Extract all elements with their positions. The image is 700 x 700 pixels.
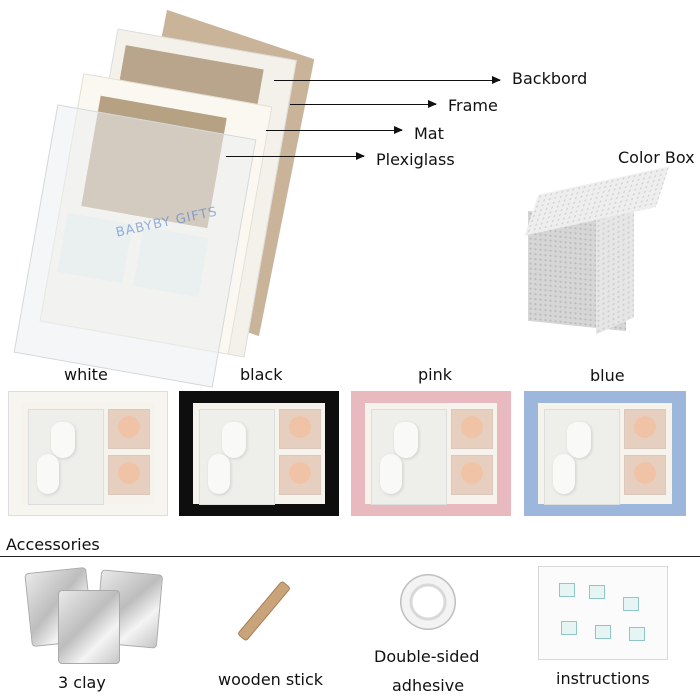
- baby-photo: [279, 409, 321, 449]
- frame-variant-white: [8, 391, 168, 516]
- instruction-step-icon: [595, 625, 611, 639]
- accessory-label-tape-line2: adhesive: [392, 676, 465, 695]
- print-window: [28, 409, 104, 505]
- accessory-label-tape-line1: Double-sided: [374, 647, 480, 666]
- print-window: [371, 409, 447, 505]
- handprint-icon: [51, 422, 75, 458]
- tape-roll-icon: [400, 574, 456, 630]
- baby-photo: [108, 409, 150, 449]
- color-box-illustration: [518, 166, 670, 335]
- instruction-step-icon: [589, 585, 605, 599]
- plexiglass-pointer-arrow: [226, 152, 365, 160]
- accessory-label-stick: wooden stick: [218, 670, 324, 689]
- plexiglass-label: Plexiglass: [376, 150, 455, 169]
- variant-label-pink: pink: [418, 365, 453, 384]
- backboard-label: Backbord: [512, 69, 588, 88]
- frame-mat: [22, 403, 154, 505]
- baby-photo: [451, 409, 493, 449]
- frame-variant-pink: [351, 391, 511, 516]
- baby-face: [634, 462, 656, 484]
- baby-photo: [108, 455, 150, 495]
- plexiglass-layer: [13, 104, 257, 388]
- print-window: [544, 409, 620, 505]
- variant-label-blue: blue: [590, 366, 625, 385]
- baby-photo: [279, 455, 321, 495]
- baby-face: [118, 462, 140, 484]
- baby-face: [461, 462, 483, 484]
- mat-pointer-arrow: [266, 126, 403, 134]
- accessory-label-instructions: instructions: [556, 669, 650, 688]
- baby-photo: [624, 455, 666, 495]
- backboard-pointer-arrow: [274, 76, 501, 84]
- frame-mat: [538, 403, 672, 505]
- instruction-sheet-icon: [538, 566, 668, 660]
- print-window: [199, 409, 275, 505]
- baby-face: [289, 416, 311, 438]
- frame-variant-black: [179, 391, 339, 516]
- handprint-icon: [222, 422, 246, 458]
- exploded-frame-illustration: BABYBY GIFTS: [13, 9, 320, 388]
- color-box-label: Color Box: [618, 148, 695, 167]
- instruction-step-icon: [561, 621, 577, 635]
- accessories-heading: Accessories: [6, 535, 100, 554]
- instruction-step-icon: [629, 627, 645, 641]
- frame-label: Frame: [448, 96, 498, 115]
- footprint-icon: [380, 454, 402, 494]
- instruction-step-icon: [623, 597, 639, 611]
- baby-photo: [451, 455, 493, 495]
- instruction-step-icon: [559, 583, 575, 597]
- baby-face: [634, 416, 656, 438]
- frame-mat: [193, 403, 325, 505]
- accessories-divider: [0, 556, 700, 557]
- handprint-icon: [394, 422, 418, 458]
- footprint-icon: [208, 454, 230, 494]
- frame-mat: [365, 403, 497, 505]
- clay-bag-icon: [58, 590, 120, 664]
- baby-face: [461, 416, 483, 438]
- frame-variant-blue: [524, 391, 686, 516]
- accessory-label-clay: 3 clay: [58, 673, 106, 692]
- baby-face: [289, 462, 311, 484]
- baby-photo: [624, 409, 666, 449]
- footprint-icon: [37, 454, 59, 494]
- footprint-icon: [553, 454, 575, 494]
- variant-label-white: white: [64, 365, 108, 384]
- mat-label: Mat: [414, 124, 444, 143]
- frame-pointer-arrow: [290, 100, 437, 108]
- wooden-stick-icon: [236, 580, 292, 642]
- baby-face: [118, 416, 140, 438]
- handprint-icon: [567, 422, 591, 458]
- variant-label-black: black: [240, 365, 283, 384]
